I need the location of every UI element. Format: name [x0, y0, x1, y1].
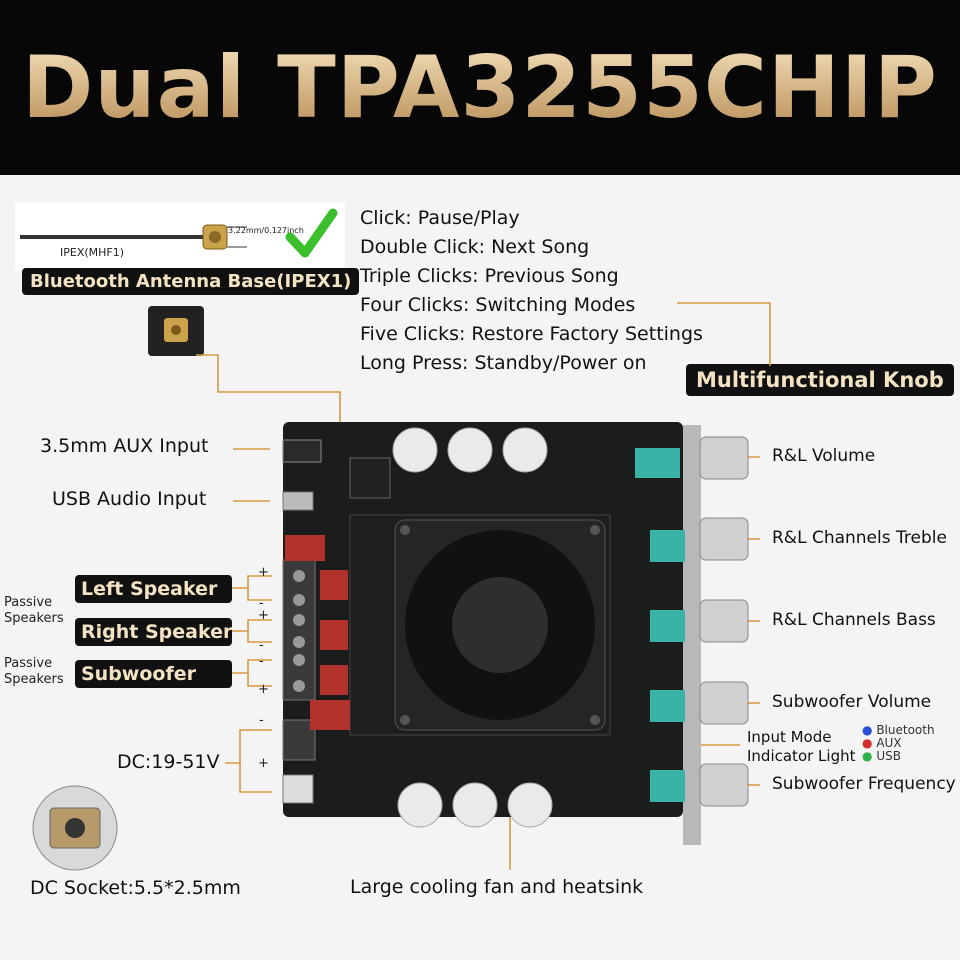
fan-hub	[452, 577, 548, 673]
aux-input-label: 3.5mm AUX Input	[40, 435, 209, 457]
sub-frequency-knob	[699, 763, 749, 807]
usb-dot-icon: ●	[862, 749, 873, 763]
sub-volume-label: Subwoofer Volume	[772, 692, 932, 712]
page-title: Dual TPA3255CHIP	[0, 38, 960, 138]
dc-socket	[282, 774, 314, 804]
antenna-base-closeup	[148, 306, 204, 356]
left-speaker-label: Left Speaker	[75, 575, 232, 603]
knob-function-item: Four Clicks: Switching Modes	[360, 294, 636, 316]
bass-knob	[699, 599, 749, 643]
aux-jack	[282, 439, 322, 463]
knob-function-item: Five Clicks: Restore Factory Settings	[360, 323, 703, 345]
polarity-plus: +	[258, 608, 269, 623]
indicator-line-1: Input Mode	[747, 728, 832, 746]
usb-port	[282, 491, 314, 511]
mode-aux: ● AUX	[862, 736, 902, 750]
polarity-minus: -	[259, 713, 264, 728]
power-terminal	[282, 719, 316, 761]
dc-voltage-label: DC:19-51V	[117, 751, 220, 773]
knob-function-item: Long Press: Standby/Power on	[360, 352, 647, 374]
indicator-line-2: Indicator Light	[747, 747, 856, 765]
sub-volume-knob	[699, 681, 749, 725]
indicator-modes: ● Bluetooth ● AUX ● USB	[862, 724, 935, 763]
dc-socket-label: DC Socket:5.5*2.5mm	[30, 877, 241, 899]
bluetooth-dot-icon: ●	[862, 723, 873, 737]
polarity-plus: +	[258, 682, 269, 697]
treble-knob	[699, 517, 749, 561]
polarity-minus: -	[259, 654, 264, 669]
fan-label: Large cooling fan and heatsink	[350, 876, 644, 898]
checkmark-icon	[285, 208, 338, 258]
antenna-base-label: Bluetooth Antenna Base(IPEX1)	[22, 268, 360, 295]
passive-speakers-label: Passive Speakers	[4, 595, 64, 626]
rl-volume-label: R&L Volume	[772, 446, 876, 466]
knob-label: Multifunctional Knob	[686, 364, 954, 396]
polarity-minus: -	[259, 638, 264, 653]
knob-function-list: Click: Pause/Play Double Click: Next Son…	[360, 204, 703, 378]
side-panel	[683, 425, 701, 845]
knob-function-item: Click: Pause/Play	[360, 207, 520, 229]
header-banner	[0, 0, 960, 175]
knob-function-item: Triple Clicks: Previous Song	[360, 265, 619, 287]
knob-function-item: Double Click: Next Song	[360, 236, 590, 258]
antenna-pointer-line	[196, 354, 341, 430]
polarity-minus: -	[259, 596, 264, 611]
polarity-plus: +	[258, 565, 269, 580]
subwoofer-label: Subwoofer	[75, 660, 232, 688]
sub-frequency-label: Subwoofer Frequency	[772, 774, 956, 794]
antenna-illustration: IPEX(MHF1) 3.22mm/0.127inch	[15, 203, 345, 271]
aux-dot-icon: ●	[862, 736, 873, 750]
volume-knob	[699, 436, 749, 480]
mode-bluetooth: ● Bluetooth	[862, 723, 935, 737]
polarity-plus: +	[258, 756, 269, 771]
usb-input-label: USB Audio Input	[52, 488, 207, 510]
right-speaker-label: Right Speaker	[75, 618, 232, 646]
dimension-label: 3.22mm/0.127inch	[228, 226, 304, 235]
knob-pointer-line	[677, 302, 771, 366]
connector-label: IPEX(MHF1)	[60, 246, 125, 259]
passive-speakers-label: Passive Speakers	[4, 656, 64, 687]
rl-treble-label: R&L Channels Treble	[772, 528, 947, 548]
antenna-cable-graphic	[20, 208, 338, 258]
mode-usb: ● USB	[862, 749, 901, 763]
rl-bass-label: R&L Channels Bass	[772, 610, 936, 630]
